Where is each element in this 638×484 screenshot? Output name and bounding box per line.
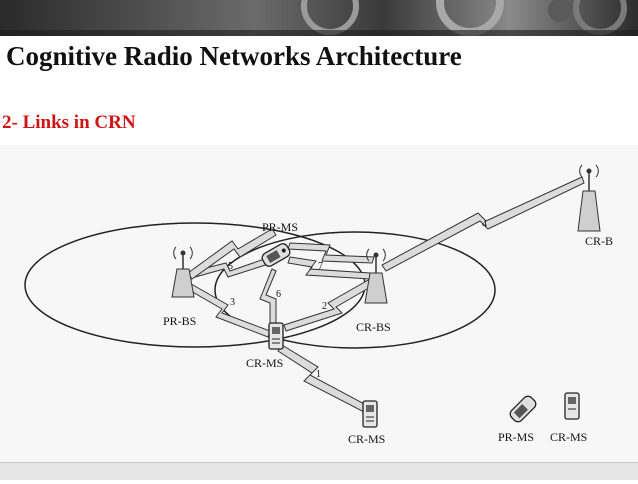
header-decoration: [0, 0, 638, 36]
link-number-6: 6: [276, 289, 281, 300]
cr-ms-bottom-phone-icon: [362, 400, 378, 428]
cr-b-tower-icon: [577, 164, 601, 232]
link-6: [259, 268, 277, 326]
link-4: [381, 176, 585, 272]
link-number-5: 5: [228, 261, 233, 272]
slide-subtitle: 2- Links in CRN: [2, 112, 136, 133]
links: [183, 176, 585, 414]
slide-title: Cognitive Radio Networks Architecture: [6, 41, 462, 71]
label-pr-ms-top: PR-MS: [262, 220, 298, 234]
link-number-1: 1: [316, 369, 321, 380]
label-cr-ms-bottom: CR-MS: [348, 432, 385, 446]
cr-bs-tower-icon: [364, 248, 388, 304]
link-3: [183, 280, 271, 338]
label-pr-bs: PR-BS: [163, 314, 196, 328]
legend-label-cr-ms: CR-MS: [550, 430, 587, 444]
label-cr-ms-center: CR-MS: [246, 356, 283, 370]
crn-diagram-svg: 4 7 5 3 6 2 1 PR-BS CR-BS: [24, 164, 613, 446]
pr-coverage-ellipse: [24, 222, 366, 348]
link-1: [277, 344, 371, 414]
link-number-2: 2: [322, 301, 327, 312]
link-top-b: [287, 242, 375, 264]
link-2: [283, 278, 375, 332]
link-top-a: [187, 228, 277, 280]
legend-pr-ms-icon: [509, 395, 537, 423]
cr-ms-center-phone-icon: [268, 322, 284, 350]
legend-label-pr-ms: PR-MS: [498, 430, 534, 444]
cr-coverage-ellipse: [214, 231, 496, 349]
crn-diagram: 4 7 5 3 6 2 1 PR-BS CR-BS: [0, 145, 638, 479]
pr-ms-phone-icon: [261, 243, 291, 267]
pr-bs-tower-icon: [171, 246, 195, 298]
link-number-4: 4: [482, 219, 487, 230]
label-cr-bs: CR-BS: [356, 320, 391, 334]
legend-cr-ms-icon: [564, 392, 580, 420]
link-number-7: 7: [318, 261, 323, 272]
header-banner: [0, 0, 638, 36]
label-cr-b: CR-B: [585, 234, 613, 248]
link-number-3: 3: [230, 297, 235, 308]
footer-bar: [0, 462, 638, 480]
